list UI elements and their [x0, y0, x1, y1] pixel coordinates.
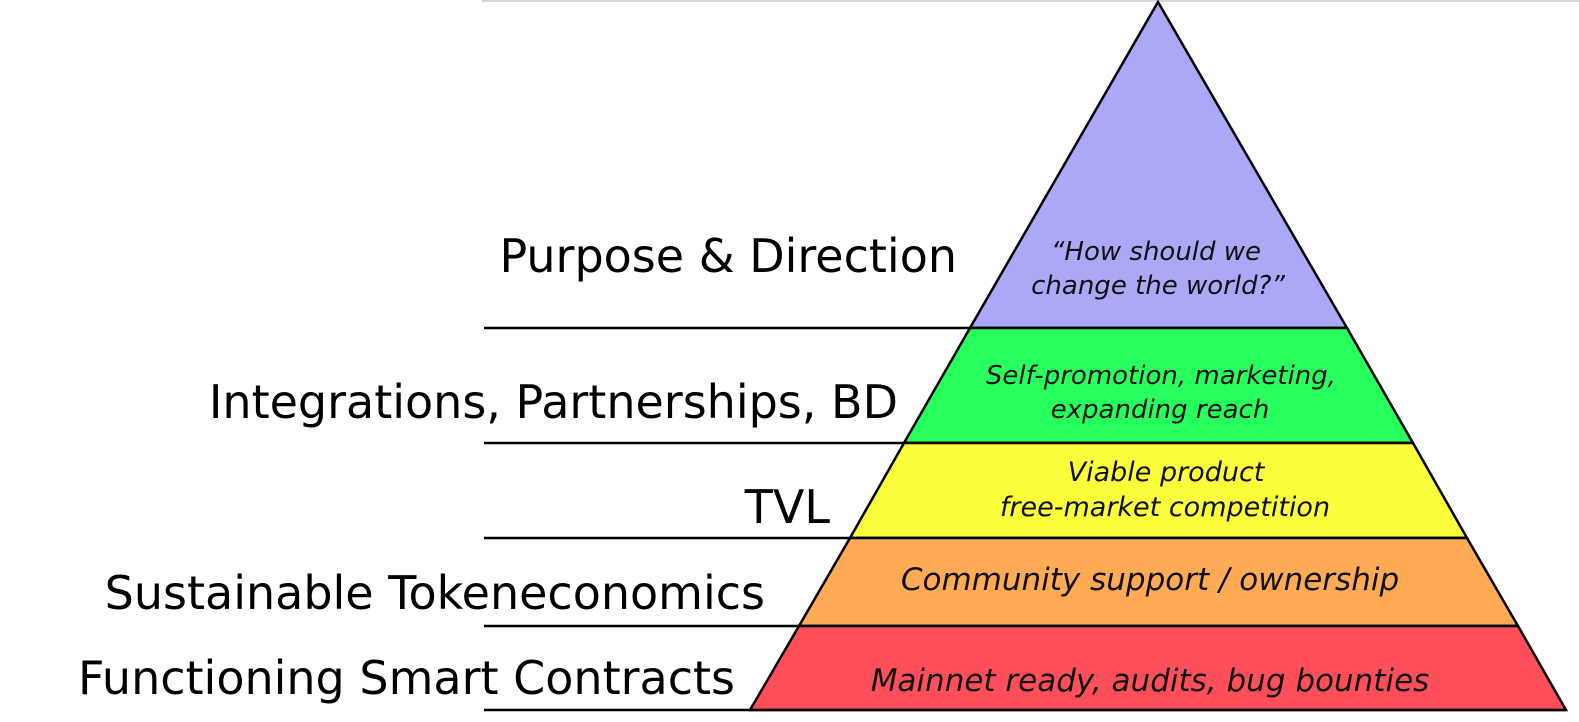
tier-purpose-direction: Purpose & Direction “How should we chang… [484, 0, 1350, 330]
tier-label: Sustainable Tokeneconomics [105, 566, 765, 620]
tier-description-line-1: Mainnet ready, audits, bug bounties [871, 663, 1430, 699]
tier-description-line-2: expanding reach [1051, 395, 1270, 425]
tier-label: Purpose & Direction [499, 229, 957, 283]
tier-description-line-1: Self-promotion, marketing, [986, 361, 1336, 391]
tier-description-line-2: change the world?” [1031, 271, 1285, 301]
tier-description-line-1: “How should we [1051, 237, 1261, 267]
tier-integrations-partnerships: Integrations, Partnerships, BD Self-prom… [209, 326, 1416, 445]
tier-label: Functioning Smart Contracts [78, 651, 735, 705]
tier-sustainable-tokeneconomics: Sustainable Tokeneconomics Community sup… [105, 536, 1521, 628]
tier-tvl: TVL Viable product free-market competiti… [484, 441, 1470, 540]
tier-label: TVL [744, 480, 831, 534]
tier-functioning-smart-contracts: Functioning Smart Contracts Mainnet read… [78, 624, 1569, 712]
tier-label: Integrations, Partnerships, BD [209, 375, 898, 429]
tier-description-line-1: Viable product [1068, 457, 1266, 488]
tier-description-line-2: free-market competition [1000, 492, 1330, 523]
tier-description-line-1: Community support / ownership [901, 562, 1399, 598]
